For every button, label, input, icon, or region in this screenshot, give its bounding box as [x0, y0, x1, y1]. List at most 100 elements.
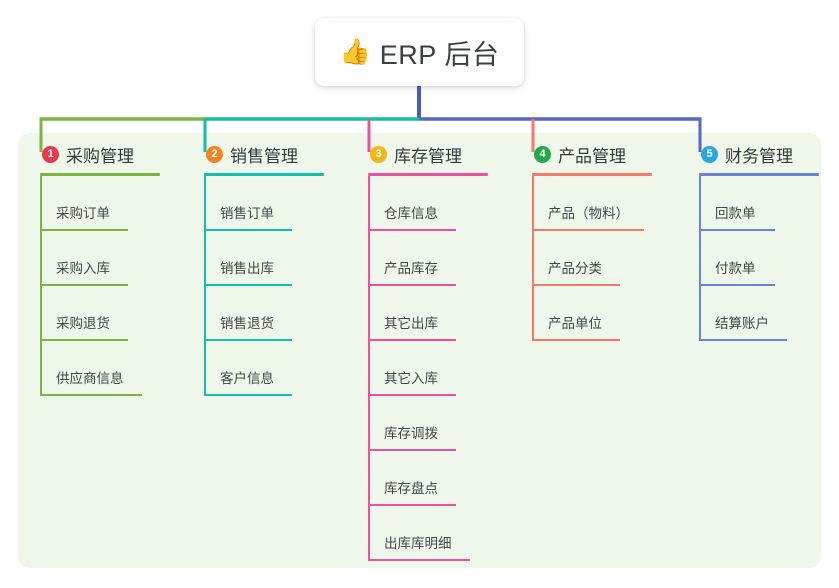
- branch-item[interactable]: 产品（物料）: [518, 176, 652, 231]
- branch-item-underline: [532, 339, 620, 341]
- branch-item[interactable]: 销售出库: [190, 231, 324, 286]
- branch-index-badge: 3: [370, 145, 387, 163]
- branch-item-list: 采购订单采购入库采购退货供应商信息: [26, 176, 160, 396]
- branch-title: 产品管理: [558, 146, 626, 166]
- branch-index-badge: 4: [534, 145, 551, 163]
- branch-column: 2 销售管理销售订单销售出库销售退货客户信息: [190, 141, 324, 396]
- branch-item[interactable]: 结算账户: [685, 286, 819, 341]
- branch-item-underline: [532, 284, 620, 286]
- branch-underline: [699, 173, 819, 176]
- branch-title: 销售管理: [230, 146, 298, 166]
- branch-item[interactable]: 客户信息: [190, 341, 324, 396]
- branch-spine: [368, 176, 370, 561]
- branch-item-label: 供应商信息: [56, 371, 124, 386]
- branch-index-badge: 2: [206, 145, 223, 163]
- branch-item[interactable]: 其它入库: [354, 341, 488, 396]
- branch-item-label: 采购订单: [56, 206, 110, 221]
- thumbs-up-icon: 👍: [339, 37, 371, 66]
- branch-underline: [40, 173, 160, 176]
- branch-column: 4 产品管理产品（物料） 产品分类产品单位: [518, 141, 652, 341]
- branch-item-list: 产品（物料） 产品分类产品单位: [518, 176, 652, 341]
- branch-header[interactable]: 2 销售管理: [190, 141, 324, 167]
- branch-item-list: 销售订单销售出库销售退货客户信息: [190, 176, 324, 396]
- branch-header[interactable]: 4 产品管理: [518, 141, 652, 167]
- branch-item-underline: [40, 284, 128, 286]
- branch-header[interactable]: 3 库存管理: [354, 141, 488, 167]
- branch-item-underline: [204, 284, 292, 286]
- branch-item-label: 其它出库: [384, 316, 438, 331]
- branch-item[interactable]: 回款单: [685, 176, 819, 231]
- branch-item-label: 产品单位: [548, 316, 602, 331]
- branch-item-underline: [204, 394, 292, 396]
- branch-item[interactable]: 采购订单: [26, 176, 160, 231]
- branch-item[interactable]: 产品单位: [518, 286, 652, 341]
- branch-item-label: 其它入库: [384, 371, 438, 386]
- branch-item[interactable]: 产品分类: [518, 231, 652, 286]
- branch-item[interactable]: 出库库明细: [354, 506, 488, 561]
- branch-item-label: 仓库信息: [384, 206, 438, 221]
- branch-column: 3 库存管理仓库信息产品库存其它出库其它入库库存调拨库存盘点出库库明细: [354, 141, 488, 561]
- branch-header[interactable]: 5 财务管理: [685, 141, 819, 167]
- branch-spine: [699, 176, 701, 341]
- branch-title: 财务管理: [725, 146, 793, 166]
- branch-item-label: 付款单: [715, 261, 756, 276]
- branch-item-underline: [40, 339, 128, 341]
- branch-item-label: 回款单: [715, 206, 756, 221]
- branch-item-underline: [40, 394, 142, 396]
- branch-title: 库存管理: [394, 146, 462, 166]
- branch-item-underline: [532, 229, 644, 231]
- branch-item-label: 产品分类: [548, 261, 602, 276]
- root-node-content: 👍 ERP 后台: [340, 33, 500, 72]
- branch-item-underline: [368, 284, 456, 286]
- root-node-label: ERP 后台: [379, 39, 500, 70]
- branch-item-underline: [368, 229, 456, 231]
- branch-item[interactable]: 采购退货: [26, 286, 160, 341]
- branch-item-label: 库存盘点: [384, 481, 438, 496]
- mindmap-panel: [18, 133, 821, 568]
- branch-item-underline: [699, 339, 787, 341]
- branch-item[interactable]: 库存盘点: [354, 451, 488, 506]
- branch-item-label: 客户信息: [220, 371, 274, 386]
- branch-item-label: 销售退货: [220, 316, 274, 331]
- branch-item[interactable]: 付款单: [685, 231, 819, 286]
- branch-item-label: 出库库明细: [384, 536, 452, 551]
- branch-item-underline: [368, 394, 456, 396]
- branch-item-label: 销售出库: [220, 261, 274, 276]
- branch-item[interactable]: 其它出库: [354, 286, 488, 341]
- branch-spine: [40, 176, 42, 396]
- branch-underline: [204, 173, 324, 176]
- root-node[interactable]: 👍 ERP 后台: [315, 18, 524, 86]
- branch-item-underline: [368, 504, 456, 506]
- branch-item-underline: [368, 339, 456, 341]
- branch-item[interactable]: 库存调拨: [354, 396, 488, 451]
- branch-item-underline: [368, 449, 456, 451]
- branch-item-list: 仓库信息产品库存其它出库其它入库库存调拨库存盘点出库库明细: [354, 176, 488, 561]
- branch-item-list: 回款单付款单结算账户: [685, 176, 819, 341]
- branch-spine: [204, 176, 206, 396]
- branch-item[interactable]: 销售退货: [190, 286, 324, 341]
- branch-item[interactable]: 销售订单: [190, 176, 324, 231]
- branch-title: 采购管理: [66, 146, 134, 166]
- branch-item[interactable]: 采购入库: [26, 231, 160, 286]
- branch-item-label: 库存调拨: [384, 426, 438, 441]
- branch-item-underline: [204, 339, 292, 341]
- branch-item-underline: [368, 559, 470, 561]
- branch-spine: [532, 176, 534, 341]
- branch-item-underline: [699, 229, 775, 231]
- branch-item-label: 产品库存: [384, 261, 438, 276]
- branch-item-underline: [204, 229, 292, 231]
- branch-item[interactable]: 产品库存: [354, 231, 488, 286]
- branch-item-underline: [699, 284, 775, 286]
- branch-column: 5 财务管理回款单付款单结算账户: [685, 141, 819, 341]
- branch-item-label: 销售订单: [220, 206, 274, 221]
- branch-item[interactable]: 仓库信息: [354, 176, 488, 231]
- branch-underline: [532, 173, 652, 176]
- branch-item-underline: [40, 229, 128, 231]
- branch-item-label: 采购入库: [56, 261, 110, 276]
- branch-index-badge: 5: [701, 145, 718, 163]
- branch-underline: [368, 173, 488, 176]
- branch-item[interactable]: 供应商信息: [26, 341, 160, 396]
- branch-item-label: 产品（物料）: [548, 206, 629, 221]
